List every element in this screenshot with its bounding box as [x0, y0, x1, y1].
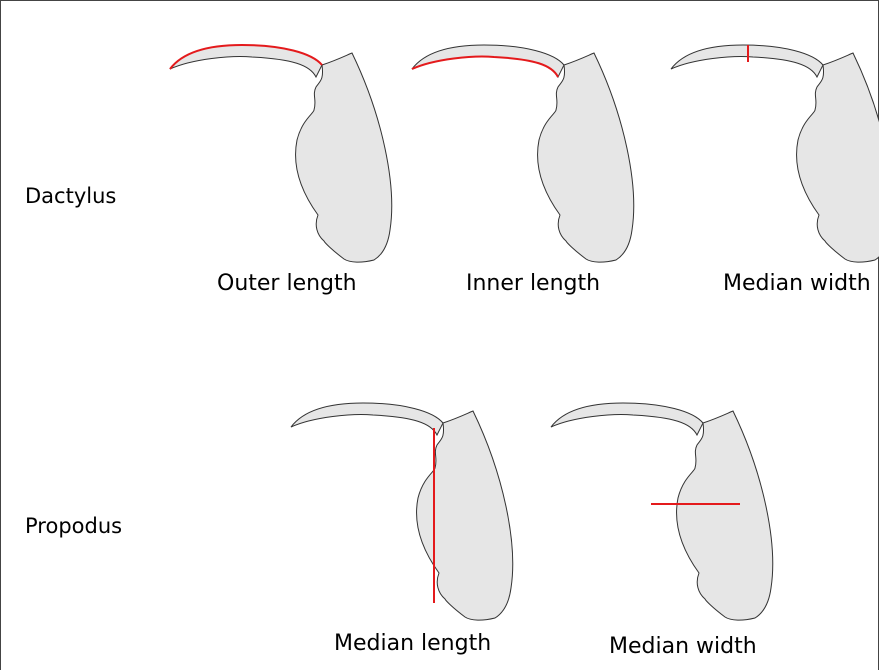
row-label-dactylus: Dactylus	[25, 186, 116, 207]
caption-inner-length: Inner length	[466, 273, 600, 295]
caption-propodus-median-width: Median width	[609, 636, 757, 658]
claw-outer-length	[170, 45, 392, 262]
claw-inner-length	[412, 45, 634, 262]
caption-median-length: Median length	[334, 633, 491, 655]
caption-dactylus-median-width: Median width	[723, 273, 871, 295]
claw-propodus-median-width	[551, 403, 773, 620]
caption-outer-length: Outer length	[217, 273, 357, 295]
row-label-propodus: Propodus	[25, 516, 122, 537]
claw-dactylus-median-width	[671, 45, 879, 262]
claw-median-length	[291, 403, 513, 620]
